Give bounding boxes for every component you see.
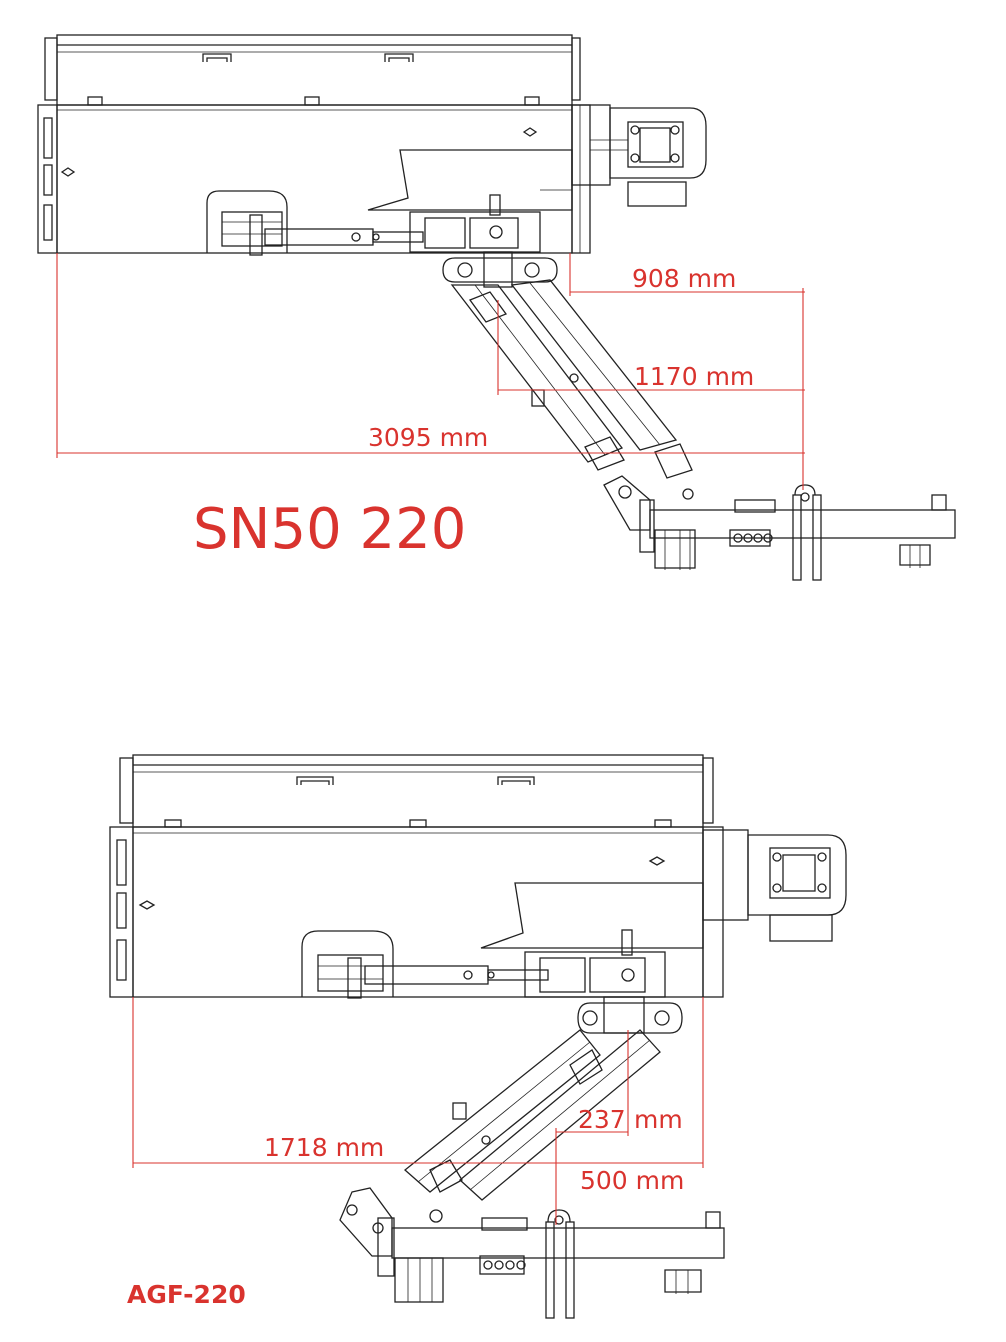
- top-dimension-lines: [56, 253, 805, 490]
- dim-3095-label: 3095 mm: [368, 423, 488, 452]
- dim-237-unit: mm: [634, 1105, 683, 1134]
- dim-1718-label: 1718 mm: [264, 1133, 384, 1162]
- top-boom-arm: [450, 279, 694, 531]
- dim-500-label: 500 mm: [580, 1166, 684, 1195]
- top-lower-frame: [639, 484, 956, 581]
- dim-908-label: 908 mm: [632, 264, 736, 293]
- dim-1170-label: 1170 mm: [634, 362, 754, 391]
- bottom-boom-arm: [339, 1029, 661, 1257]
- model-label-sn50: SN50 220: [193, 497, 466, 562]
- top-mower-body: [37, 34, 707, 288]
- dim-237-value: 237: [578, 1105, 626, 1134]
- bottom-dimension-lines: [132, 997, 704, 1225]
- model-label-agf: AGF-220: [127, 1280, 246, 1309]
- bottom-lower-frame: [377, 1209, 725, 1319]
- bottom-mower-body: [109, 754, 847, 1034]
